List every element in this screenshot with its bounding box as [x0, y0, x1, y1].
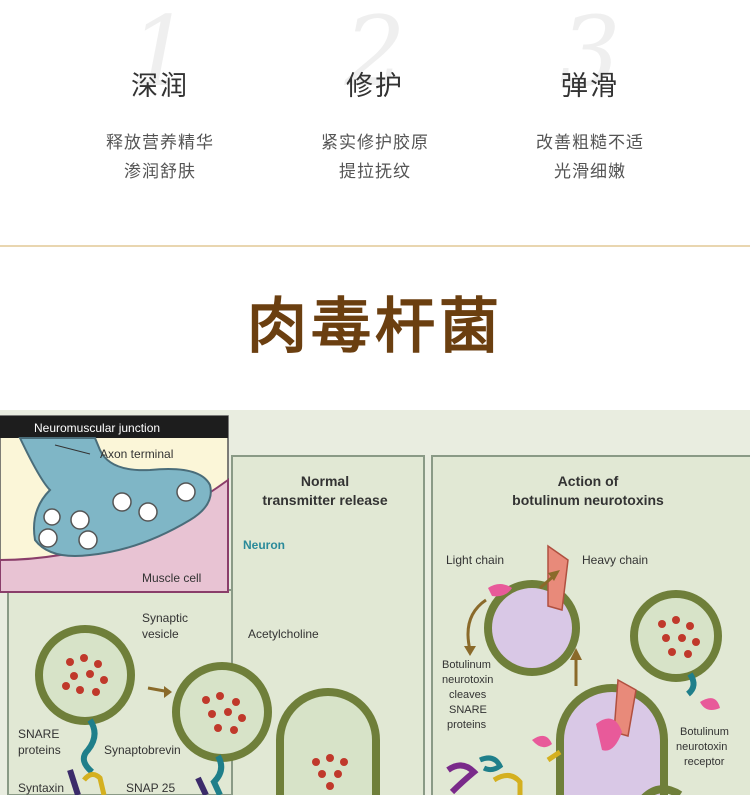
cleaves-label-2: neurotoxin [442, 674, 493, 686]
receptor-label-3: receptor [684, 756, 725, 768]
benefit-item-1: 1 深润 释放营养精华 渗润舒肤 [50, 0, 270, 245]
cleaves-label-1: Botulinum [442, 659, 491, 671]
cleaves-label-5: proteins [447, 719, 487, 731]
cleaves-label-3: cleaves [449, 689, 487, 701]
acetylcholine-label: Acetylcholine [248, 627, 319, 641]
benefit-title: 深润 [131, 71, 189, 102]
inset-title: Neuromuscular junction [34, 421, 160, 435]
benefit-line-1: 释放营养精华 [106, 133, 214, 153]
vesicle-action-right [630, 590, 722, 682]
section-title: 肉毒杆菌 [247, 292, 503, 362]
neuron-label: Neuron [243, 538, 285, 552]
synaptobrevin-label: Synaptobrevin [104, 743, 181, 757]
benefit-title: 弹滑 [561, 71, 619, 102]
action-title-1: Action of [558, 473, 619, 489]
muscle-cell-label: Muscle cell [142, 571, 201, 585]
benefit-title: 修护 [346, 71, 404, 102]
benefit-line-2: 光滑细嫩 [554, 162, 626, 182]
benefit-item-2: 2 修护 紧实修护胶原 提拉抚纹 [265, 0, 485, 245]
receptor-label-2: neurotoxin [676, 741, 727, 753]
normal-title-1: Normal [301, 473, 349, 489]
botulinum-diagram: Neuromuscular junction Axon terminal Mus… [0, 410, 750, 795]
benefit-line-1: 改善粗糙不适 [536, 133, 644, 153]
benefit-item-3: 3 弹滑 改善粗糙不适 光滑细嫩 [480, 0, 700, 245]
snare-label-1: SNARE [18, 727, 59, 741]
vesicle-2 [172, 662, 272, 762]
benefit-line-2: 渗润舒肤 [124, 162, 196, 182]
light-chain-label: Light chain [446, 553, 504, 567]
syntaxin-label: Syntaxin [18, 781, 64, 795]
diagram-svg: Neuromuscular junction Axon terminal Mus… [0, 415, 750, 795]
cleaves-label-4: SNARE [449, 704, 487, 716]
section-divider [0, 245, 750, 247]
synaptic-label-2: vesicle [142, 627, 179, 641]
vesicle-3 [276, 688, 380, 795]
action-title-2: botulinum neurotoxins [512, 492, 664, 508]
benefit-line-2: 提拉抚纹 [339, 162, 411, 182]
benefit-line-1: 紧实修护胶原 [321, 133, 429, 153]
inset-box [0, 415, 229, 593]
vesicle-1 [35, 625, 135, 725]
heavy-chain-label: Heavy chain [582, 553, 648, 567]
snare-label-2: proteins [18, 743, 61, 757]
benefit-number: 2 [344, 0, 406, 108]
synaptic-label-1: Synaptic [142, 611, 188, 625]
benefit-number: 1 [129, 0, 191, 108]
receptor-label-1: Botulinum [680, 726, 729, 738]
benefits-section: 1 深润 释放营养精华 渗润舒肤 2 修护 紧实修护胶原 提拉抚纹 3 弹滑 改… [0, 0, 750, 245]
snap25-label: SNAP 25 [126, 781, 175, 795]
axon-terminal-label: Axon terminal [100, 447, 173, 461]
normal-title-2: transmitter release [262, 492, 388, 508]
benefit-number: 3 [559, 0, 621, 108]
